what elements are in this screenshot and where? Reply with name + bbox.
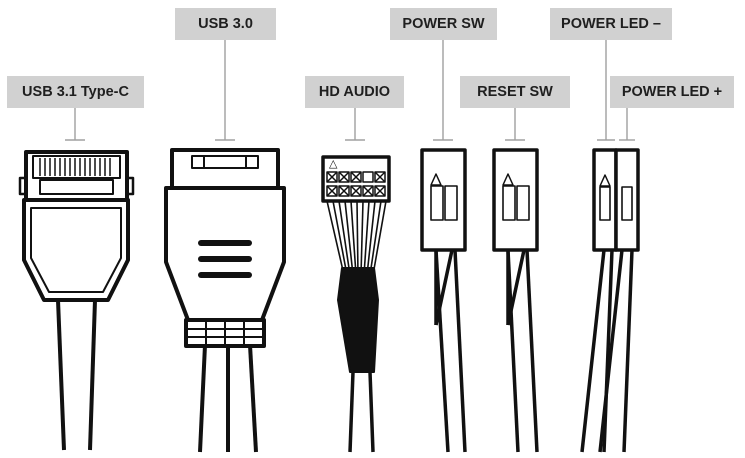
label-hd-audio: HD AUDIO	[305, 76, 404, 108]
label-power-led-minus: POWER LED –	[550, 8, 672, 40]
power-sw-connector	[420, 148, 467, 453]
label-power-led-plus: POWER LED +	[610, 76, 734, 108]
label-reset-sw: RESET SW	[460, 76, 570, 108]
power-led-connectors	[580, 148, 640, 453]
usb-3-0-connector	[164, 148, 286, 453]
hd-audio-connector: △	[321, 155, 391, 453]
usb-type-c-connector	[18, 150, 135, 451]
label-usb-3-0: USB 3.0	[175, 8, 276, 40]
hd-audio-key-marker: △	[329, 157, 338, 170]
leader-lines	[65, 40, 635, 141]
label-usb-type-c: USB 3.1 Type-C	[7, 76, 144, 108]
reset-sw-connector	[492, 148, 539, 453]
label-power-sw: POWER SW	[390, 8, 497, 40]
